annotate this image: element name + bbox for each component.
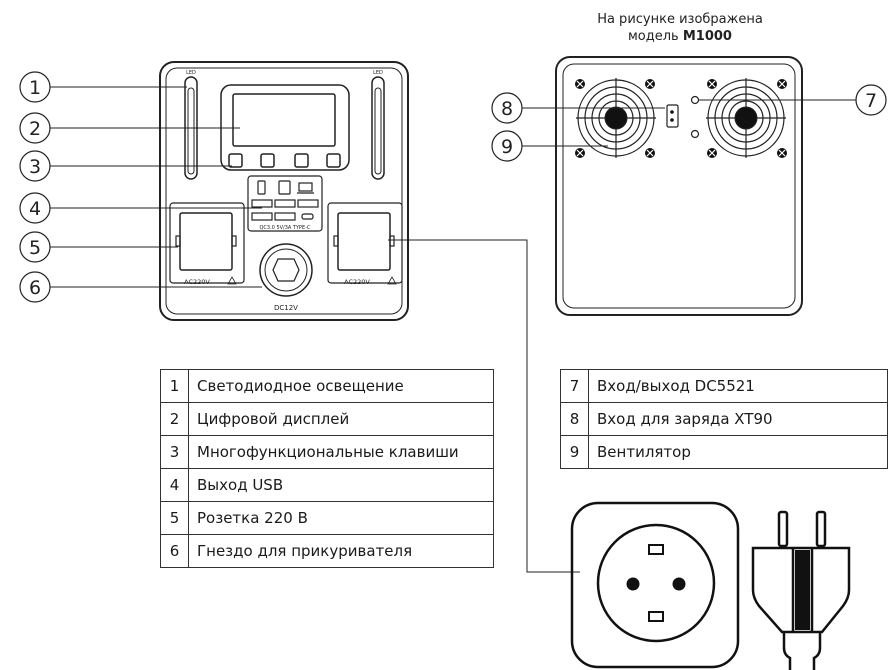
legend-num: 9 xyxy=(560,435,589,469)
wall-socket-illustration xyxy=(570,501,740,669)
legend-num: 1 xyxy=(160,369,189,403)
callout-label: 1 xyxy=(29,77,41,99)
legend-text: Многофункциональные клавиши xyxy=(188,435,494,469)
legend-text: Выход USB xyxy=(188,468,494,502)
usb-output-block xyxy=(247,175,323,232)
ac-label-right: AC220V xyxy=(344,278,370,286)
callout-7 xyxy=(855,84,887,116)
led-label-right: LED xyxy=(373,70,383,76)
plug-illustration xyxy=(751,510,851,670)
callout-5 xyxy=(19,231,51,263)
model-name: M1000 xyxy=(682,29,732,44)
front-panel xyxy=(159,61,409,321)
callout-label: 6 xyxy=(29,277,41,299)
function-key xyxy=(260,153,275,168)
legend-text: Светодиодное освещение xyxy=(188,369,494,403)
callout-1 xyxy=(19,71,51,103)
callout-label: 8 xyxy=(501,98,513,120)
led-label-left: LED xyxy=(186,70,196,76)
callout-4 xyxy=(19,192,51,224)
tablet-icon xyxy=(278,180,291,195)
ac-socket-left xyxy=(169,202,245,284)
digital-display xyxy=(220,84,350,171)
function-key xyxy=(294,153,309,168)
callout-label: 5 xyxy=(29,237,41,259)
model-caption: На рисунке изображена модель M1000 xyxy=(560,11,800,45)
callout-3 xyxy=(19,150,51,182)
ac-socket-right xyxy=(327,202,403,284)
phone-icon xyxy=(257,180,266,195)
legend-text: Вход/выход DC5521 xyxy=(588,369,888,403)
caption-line-2: модель M1000 xyxy=(560,28,800,45)
dc12v-socket xyxy=(259,243,313,297)
fan-right xyxy=(706,78,786,158)
legend-num: 7 xyxy=(560,369,589,403)
led-strip-right xyxy=(371,76,385,180)
usb-label: QC3.0 5V/3A TYPE-C xyxy=(259,225,311,231)
legend-num: 2 xyxy=(160,402,189,436)
caption-line-1: На рисунке изображена xyxy=(597,12,763,27)
legend-num: 8 xyxy=(560,402,589,436)
legend-text: Розетка 220 В xyxy=(188,501,494,535)
legend-text: Вентилятор xyxy=(588,435,888,469)
legend-num: 3 xyxy=(160,435,189,469)
callout-label: 3 xyxy=(29,156,41,178)
warning-icon xyxy=(227,276,237,285)
legend-text: Вход для заряда XT90 xyxy=(588,402,888,436)
ac-label-left: AC220V xyxy=(184,278,210,286)
function-key xyxy=(326,153,341,168)
callout-label: 4 xyxy=(29,198,41,220)
callout-label: 9 xyxy=(501,136,513,158)
legend-text: Цифровой дисплей xyxy=(188,402,494,436)
warning-icon xyxy=(387,276,397,285)
laptop-icon xyxy=(298,182,313,192)
back-panel xyxy=(555,56,803,316)
leader-lines xyxy=(50,86,856,573)
dc-label: DC12V xyxy=(274,304,298,312)
dc5521-port xyxy=(690,95,700,105)
callout-label: 2 xyxy=(29,118,41,140)
legend-text: Гнездо для прикуривателя xyxy=(188,534,494,568)
callout-8 xyxy=(491,92,523,124)
legend-num: 6 xyxy=(160,534,189,568)
callout-2 xyxy=(19,112,51,144)
callout-6 xyxy=(19,271,51,303)
function-key xyxy=(228,153,243,168)
caption-prefix: модель xyxy=(628,29,679,44)
fan-left xyxy=(576,78,656,158)
callout-label: 7 xyxy=(865,90,877,112)
callout-9 xyxy=(491,130,523,162)
legend-num: 5 xyxy=(160,501,189,535)
legend-num: 4 xyxy=(160,468,189,502)
xt90-port xyxy=(666,104,679,128)
